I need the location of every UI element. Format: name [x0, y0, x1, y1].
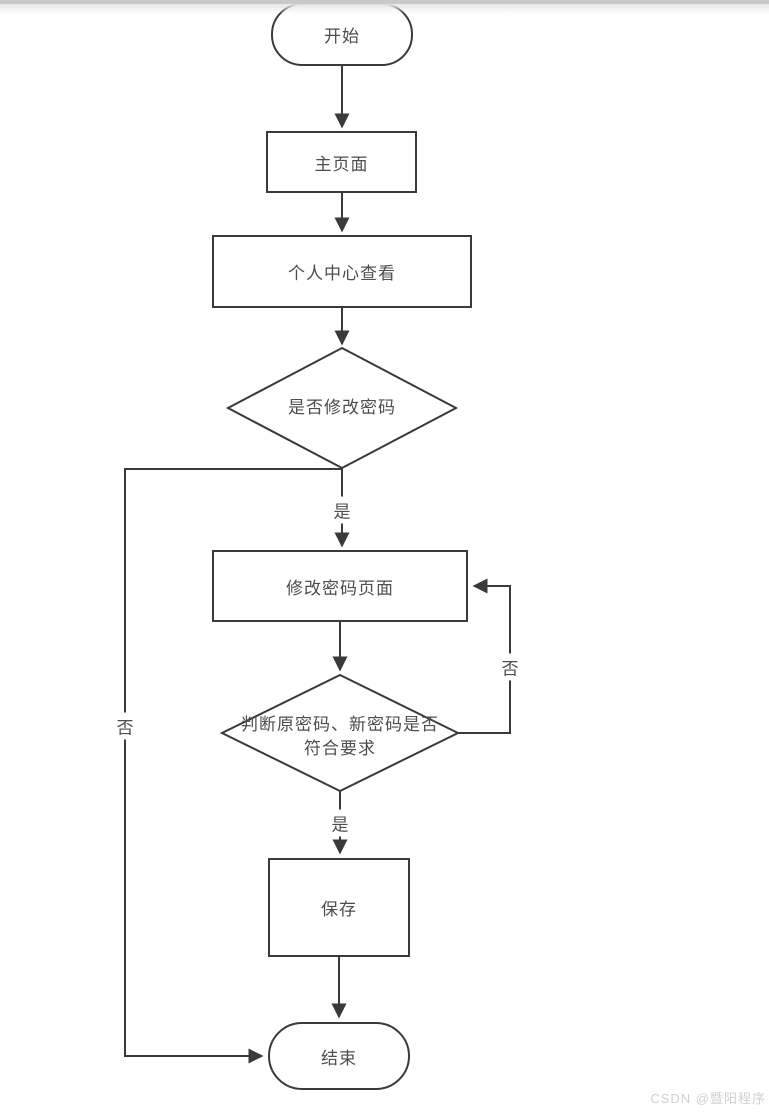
edge-label-modify-no: 否 — [113, 712, 137, 740]
decision-validate-label-line2: 符合要求 — [304, 739, 376, 758]
node-end: 结束 — [268, 1022, 410, 1090]
edge-decision-no-to-end — [124, 468, 342, 1064]
node-modify-password-page: 修改密码页面 — [212, 550, 468, 622]
node-start-label: 开始 — [324, 27, 360, 46]
decision-validate-diamond — [219, 673, 461, 793]
decision-modify-diamond — [225, 346, 459, 470]
decision-modify-label: 是否修改密码 — [288, 398, 396, 417]
node-main-page-label: 主页面 — [314, 154, 369, 174]
top-shadow-fade — [0, 4, 769, 14]
edge-label-validate-no: 否 — [498, 653, 522, 681]
node-modify-password-page-label: 修改密码页面 — [286, 578, 394, 598]
node-save: 保存 — [268, 858, 410, 957]
csdn-watermark: CSDN @暨阳程序 — [650, 1091, 766, 1106]
decision-validate-label-line1: 判断原密码、新密码是否 — [241, 715, 439, 734]
edge-label-modify-yes: 是 — [330, 496, 354, 524]
decision-validate-label: 判断原密码、新密码是否 符合要求 — [241, 713, 439, 761]
node-personal-center: 个人中心查看 — [212, 235, 472, 308]
node-save-label: 保存 — [321, 900, 357, 919]
node-main-page: 主页面 — [266, 131, 417, 193]
node-end-label: 结束 — [321, 1048, 357, 1068]
top-border-bar — [0, 0, 769, 4]
node-personal-center-label: 个人中心查看 — [288, 264, 396, 283]
edge-label-validate-yes: 是 — [328, 809, 352, 837]
